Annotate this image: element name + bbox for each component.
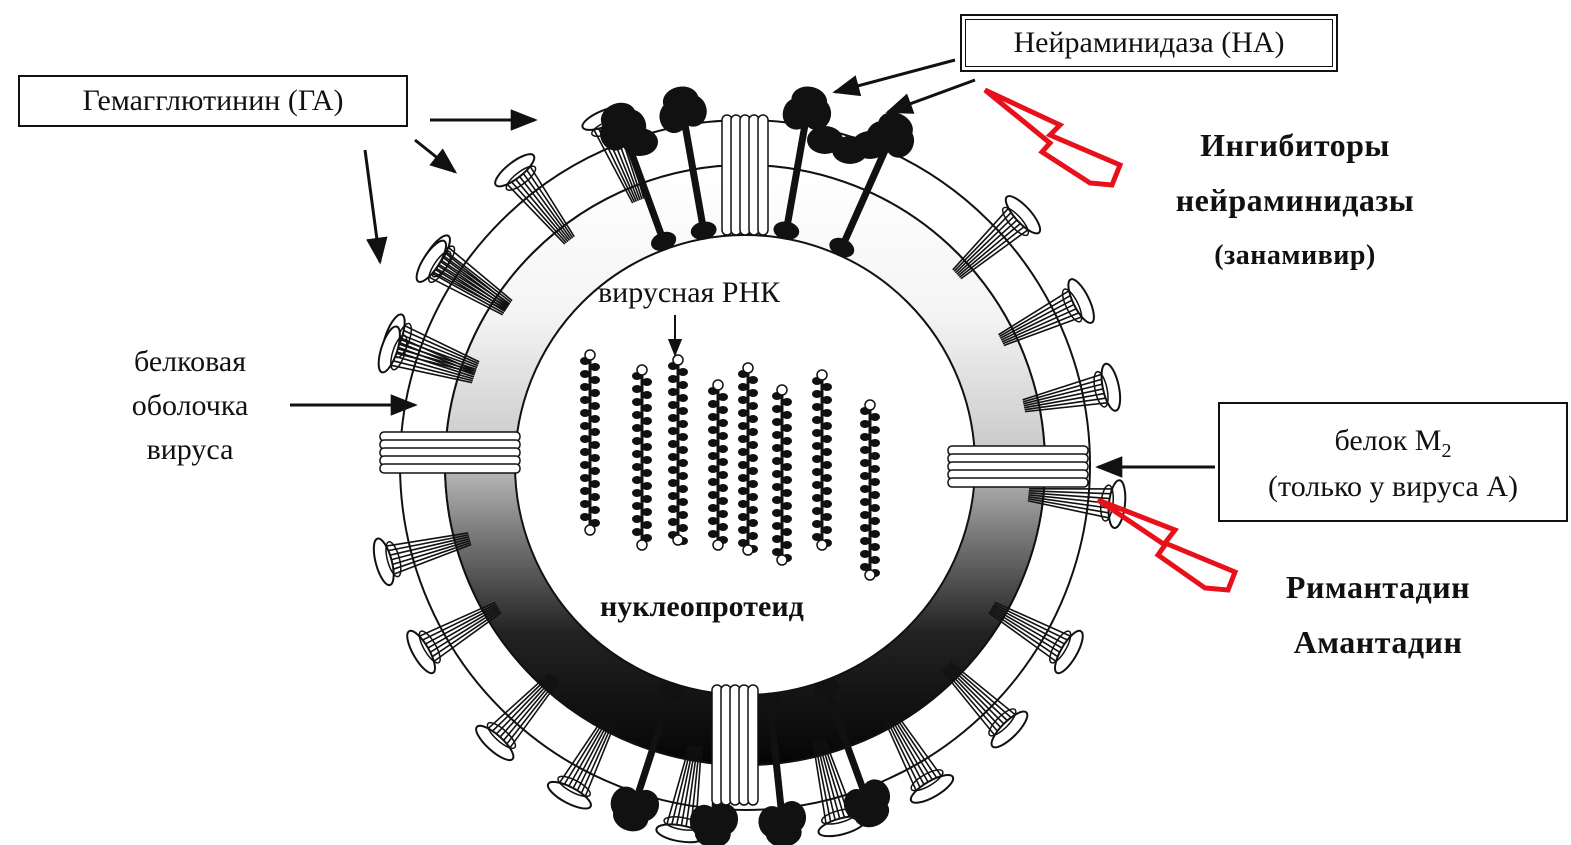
nucleoprotein-strand — [668, 355, 688, 545]
m2-protein-line1: белок М2 — [1220, 424, 1566, 463]
protein-coat-line1: белковая — [90, 340, 290, 384]
nucleoprotein-strand — [812, 370, 832, 550]
hemagglutinin-label: Гемагглютинин (ГА) — [20, 84, 406, 118]
protein-coat-line3: вируса — [90, 428, 290, 472]
arrow-na-1 — [835, 60, 955, 92]
rimantadine-label: Римантадин — [1238, 560, 1518, 615]
inhibitors-line3: (занамивир) — [1140, 228, 1450, 283]
m2-channel — [712, 685, 758, 805]
nucleoprotein-label: нуклеопротеид — [600, 590, 804, 624]
amantadine-label: Амантадин — [1238, 615, 1518, 670]
m2-channel — [380, 432, 520, 473]
inhibitors-line1: Ингибиторы — [1140, 118, 1450, 173]
m2-blockers-text: Римантадин Амантадин — [1238, 560, 1518, 670]
hemagglutinin-label-box: Гемагглютинин (ГА) — [18, 75, 408, 127]
m2-protein-main: белок М — [1335, 424, 1442, 457]
arrow-ha-2 — [415, 140, 455, 172]
m2-blocker-arrow — [1098, 500, 1235, 590]
m2-channel — [722, 115, 768, 235]
m2-channel — [948, 446, 1088, 487]
nucleoprotein-strand — [708, 380, 728, 550]
m2-protein-line2: (только у вируса А) — [1220, 470, 1566, 504]
neuraminidase-head — [622, 128, 658, 156]
nucleoprotein-strand — [580, 350, 600, 535]
nucleoprotein-strands — [580, 350, 880, 580]
neuraminidase-inhibitor-arrow — [985, 90, 1120, 185]
neuraminidase-inhibitors-text: Ингибиторы нейраминидазы (занамивир) — [1140, 118, 1450, 283]
arrow-na-2 — [888, 80, 975, 112]
nucleoprotein-strand — [860, 400, 880, 580]
protein-coat-line2: оболочка — [90, 384, 290, 428]
protein-coat-label: белковая оболочка вируса — [90, 340, 290, 472]
neuraminidase-label: Нейраминидаза (НА) — [962, 26, 1336, 60]
neuraminidase-label-box: Нейраминидаза (НА) — [960, 14, 1338, 72]
nucleoprotein-strand — [772, 385, 792, 565]
arrow-ha-3 — [365, 150, 380, 262]
nucleoprotein-strand — [632, 365, 652, 550]
neuraminidase-head — [852, 131, 888, 159]
viral-rna-label: вирусная РНК — [598, 276, 780, 310]
m2-protein-label-box: белок М2 (только у вируса А) — [1218, 402, 1568, 522]
inhibitors-line2: нейраминидазы — [1140, 173, 1450, 228]
nucleoprotein-strand — [738, 363, 758, 555]
m2-protein-subscript: 2 — [1441, 440, 1451, 462]
